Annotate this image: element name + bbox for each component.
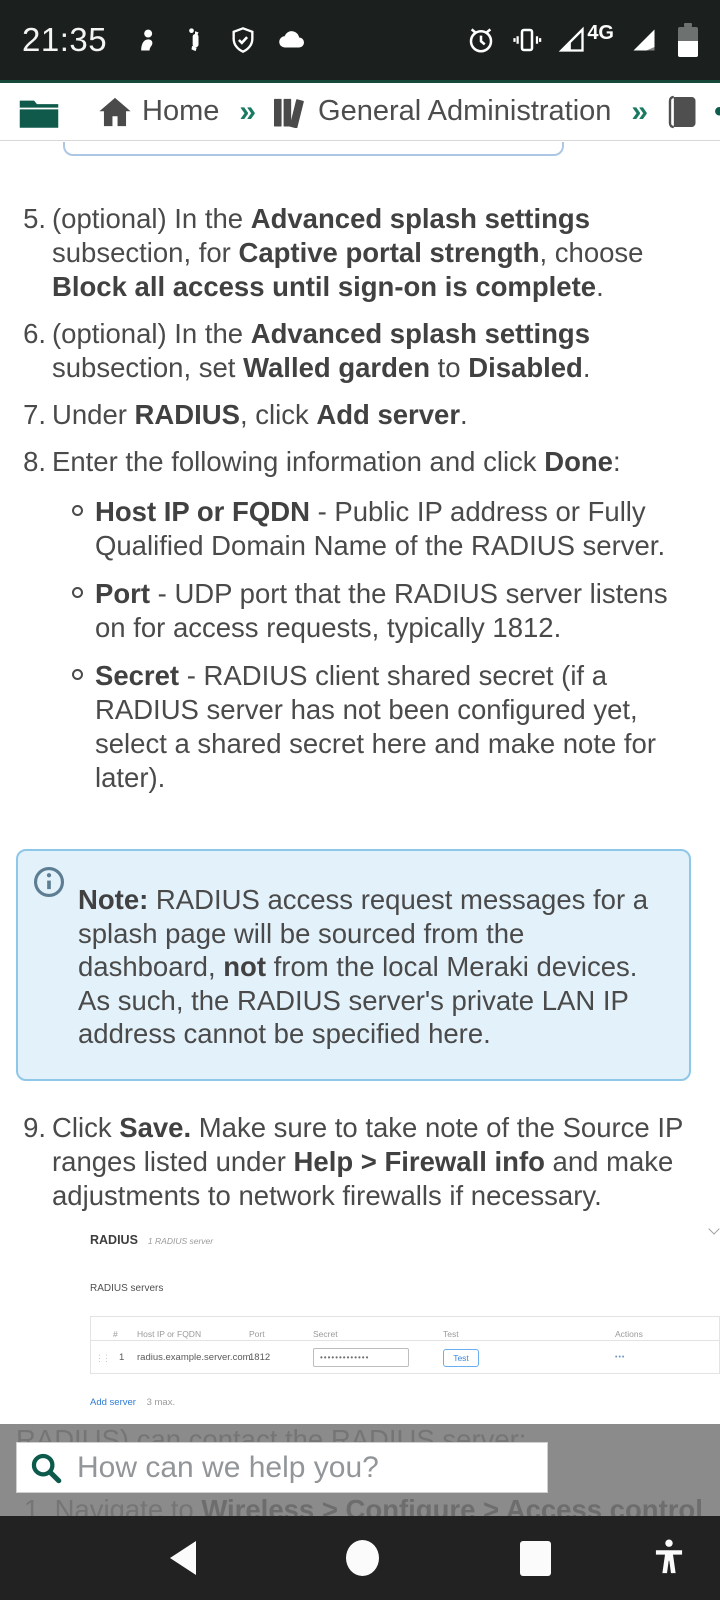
figure-table-label: RADIUS servers bbox=[90, 1282, 164, 1294]
note-text: Note: RADIUS access request messages for… bbox=[78, 884, 649, 1049]
breadcrumb-separator: » bbox=[631, 94, 649, 128]
col-index: # bbox=[113, 1328, 118, 1339]
chevron-down-icon bbox=[708, 1222, 720, 1235]
signal-icon bbox=[630, 26, 658, 54]
cloud-icon bbox=[277, 25, 307, 55]
more-menu-button[interactable]: ••• bbox=[714, 95, 720, 129]
figure-radius-servers-screenshot: RADIUS 1 RADIUS server RADIUS servers # … bbox=[90, 1222, 720, 1420]
step-text: (optional) In the Advanced splash settin… bbox=[52, 318, 591, 383]
step-text: (optional) In the Advanced splash settin… bbox=[52, 203, 644, 302]
note-callout: Note: RADIUS access request messages for… bbox=[16, 849, 691, 1081]
clock: 21:35 bbox=[22, 21, 108, 58]
step-number: 6. bbox=[23, 318, 46, 349]
system-status-icons: 4G bbox=[466, 22, 698, 57]
row-actions-menu: ••• bbox=[615, 1353, 626, 1361]
step-text: Enter the following information and clic… bbox=[52, 446, 621, 477]
row-port: 1812 bbox=[249, 1351, 271, 1363]
row-index: 1 bbox=[119, 1351, 125, 1363]
status-bar: 21:35 4G bbox=[0, 0, 720, 80]
step-8: 8. Enter the following information and c… bbox=[22, 445, 698, 809]
step-number: 5. bbox=[23, 203, 46, 234]
dim-overlay: RADIUS) can contact the RADIUS server: 1… bbox=[0, 1424, 720, 1516]
list-item-host: Host IP or FQDN - Public IP address or F… bbox=[72, 495, 698, 563]
breadcrumb: Home » General Administration » ••• bbox=[0, 83, 720, 141]
add-server-link: Add server bbox=[90, 1396, 136, 1408]
table-header-row: # Host IP or FQDN Port Secret Test Actio… bbox=[91, 1317, 719, 1341]
search-input[interactable] bbox=[77, 1450, 535, 1485]
col-actions: Actions bbox=[615, 1328, 643, 1339]
folder-icon[interactable] bbox=[18, 94, 60, 130]
back-button[interactable] bbox=[170, 1541, 196, 1575]
bullet-icon bbox=[72, 669, 83, 680]
signal-4g-icon: 4G bbox=[558, 22, 614, 54]
search-icon bbox=[29, 1451, 63, 1485]
book-icon[interactable] bbox=[664, 94, 700, 130]
col-host: Host IP or FQDN bbox=[137, 1328, 202, 1339]
step-7: 7. Under RADIUS, click Add server. bbox=[22, 398, 698, 432]
col-port: Port bbox=[249, 1328, 265, 1339]
col-secret: Secret bbox=[313, 1328, 338, 1339]
figure-section-title: RADIUS bbox=[90, 1232, 138, 1247]
step-number: 7. bbox=[23, 399, 46, 430]
home-icon[interactable] bbox=[98, 96, 132, 128]
notification-icons bbox=[133, 25, 307, 55]
step-text: Under RADIUS, click Add server. bbox=[52, 399, 468, 430]
breadcrumb-separator: » bbox=[239, 94, 257, 128]
table-row: ⋮⋮ 1 radius.example.server.com 1812 ••••… bbox=[91, 1341, 719, 1373]
step-text: Click Save. Make sure to take note of th… bbox=[52, 1111, 683, 1211]
step-5: 5. (optional) In the Advanced splash set… bbox=[22, 202, 698, 304]
document-content: 5. (optional) In the Advanced splash set… bbox=[0, 142, 720, 1600]
figure-section-subtitle: 1 RADIUS server bbox=[147, 1235, 214, 1246]
vibrate-icon bbox=[512, 25, 542, 55]
android-nav-bar bbox=[0, 1516, 720, 1600]
sub-list: Host IP or FQDN - Public IP address or F… bbox=[72, 495, 698, 795]
radius-servers-table: # Host IP or FQDN Port Secret Test Actio… bbox=[90, 1315, 720, 1374]
info-icon bbox=[32, 865, 66, 899]
bullet-icon bbox=[72, 587, 83, 598]
accessibility-button[interactable] bbox=[650, 1538, 688, 1578]
step-6: 6. (optional) In the Advanced splash set… bbox=[22, 317, 698, 385]
app-notification-icon bbox=[181, 26, 209, 54]
network-type-label: 4G bbox=[587, 22, 614, 44]
dimmed-step-line: 1. Navigate to Wireless > Configure > Ac… bbox=[24, 1494, 711, 1516]
breadcrumb-section[interactable]: General Administration bbox=[318, 95, 612, 127]
step-number: 9. bbox=[23, 1111, 46, 1143]
test-button: Test bbox=[443, 1348, 479, 1367]
partially-hidden-input[interactable] bbox=[63, 142, 564, 156]
shield-check-icon bbox=[229, 26, 257, 54]
help-search-bar[interactable] bbox=[16, 1442, 548, 1493]
recents-button[interactable] bbox=[520, 1541, 551, 1576]
brand-divider-line bbox=[0, 80, 720, 83]
library-icon[interactable] bbox=[272, 96, 308, 128]
drag-handle-icon: ⋮⋮ bbox=[95, 1352, 111, 1363]
step-number: 8. bbox=[23, 446, 46, 477]
list-item-port: Port - UDP port that the RADIUS server l… bbox=[72, 577, 698, 645]
home-button[interactable] bbox=[346, 1540, 379, 1576]
alarm-icon bbox=[466, 25, 496, 55]
app-notification-icon bbox=[133, 26, 161, 54]
col-test: Test bbox=[443, 1328, 459, 1339]
row-host: radius.example.server.com bbox=[137, 1351, 251, 1363]
secret-field: ••••••••••••• bbox=[313, 1348, 409, 1367]
bullet-icon bbox=[72, 505, 83, 516]
step-9: 9. Click Save. Make sure to take note of… bbox=[22, 1111, 720, 1420]
max-servers-note: 3 max. bbox=[146, 1396, 176, 1408]
battery-icon bbox=[678, 23, 698, 57]
list-item-secret: Secret - RADIUS client shared secret (if… bbox=[72, 659, 698, 795]
breadcrumb-home[interactable]: Home bbox=[142, 95, 220, 127]
